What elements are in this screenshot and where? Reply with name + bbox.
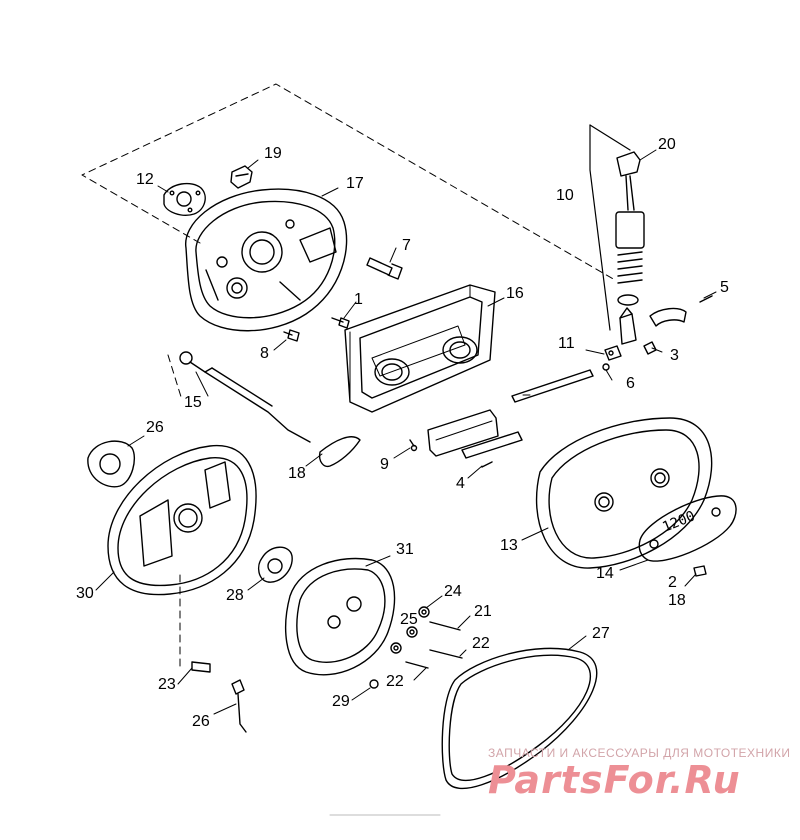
block-11 [604, 345, 622, 361]
callout-21: 20 [658, 136, 676, 153]
callout-22-b: 22 [472, 635, 490, 652]
sensor-assembly-10 [615, 151, 645, 345]
callout-26: 29 [332, 693, 350, 710]
screw-4 [481, 461, 493, 468]
filter-31 [285, 557, 396, 676]
nut-6 [602, 363, 610, 371]
washers-24 [390, 606, 430, 654]
callout-11: 11 [558, 335, 575, 352]
fitting-19 [230, 165, 253, 189]
filter-element-16 [344, 284, 496, 413]
callout-31: 31 [396, 541, 414, 558]
assembly-dashed-lines [81, 83, 616, 669]
cover-insert-14 [638, 495, 737, 562]
backplate-17 [185, 188, 348, 332]
callout-6: 6 [626, 375, 635, 392]
callout-24-upper: 24 [444, 583, 462, 600]
callout-10: 10 [556, 187, 574, 204]
screw-9 [409, 439, 418, 452]
cable-15 [179, 351, 311, 443]
callout-23: 23 [158, 676, 176, 693]
nut-26 [369, 679, 379, 689]
air-cleaner-cover-13 [535, 417, 713, 569]
bolt-7 [366, 257, 403, 280]
callout-8: 8 [260, 345, 269, 362]
callout-27: 26 [146, 419, 164, 436]
callout-1: 1 [354, 291, 363, 308]
seal-ring-29 [441, 647, 598, 790]
callout-3: 3 [670, 347, 679, 364]
callout-13: 13 [500, 537, 518, 554]
screws-22 [405, 621, 463, 669]
leader-lines [95, 149, 717, 715]
backing-plate-30 [107, 444, 257, 596]
clip-3 [643, 341, 657, 355]
watermark-subtitle: ЗАПЧАСТИ И АКСЕССУАРЫ ДЛЯ МОТОТЕХНИКИ [488, 746, 791, 760]
mounting-bracket [427, 409, 523, 459]
callout-24-lower: 25 [400, 611, 418, 628]
shaft [511, 369, 594, 403]
screw-1 [331, 317, 350, 329]
callout-22-c: 22 [386, 673, 404, 690]
callout-28: 28 [226, 587, 244, 604]
callout-9: 9 [380, 456, 389, 473]
bracket-10 [589, 124, 631, 151]
callout-12: 12 [136, 171, 154, 188]
callout-22-a: 21 [474, 603, 492, 620]
callout-5: 5 [720, 279, 729, 296]
callout-17: 17 [346, 175, 364, 192]
callout-7: 7 [402, 237, 411, 254]
callout-18: 18 [668, 592, 686, 609]
clip-20 [318, 436, 361, 468]
screw-2 [693, 565, 707, 577]
watermark-logo: PartsFor.Ru [488, 758, 741, 802]
callout-20: 18 [288, 465, 306, 482]
gasket-27 [87, 440, 136, 488]
callout-15: 15 [184, 394, 202, 411]
callout-4: 4 [456, 475, 465, 492]
callout-19: 19 [264, 145, 282, 162]
gasket-28 [257, 546, 293, 583]
callout-2: 2 [668, 574, 677, 591]
screw-8 [283, 329, 300, 342]
callout-25: 26 [192, 713, 210, 730]
callout-29: 27 [592, 625, 610, 642]
bolt-23 [191, 661, 211, 673]
elbow-25 [231, 679, 247, 733]
clamp-5 [649, 295, 713, 327]
gasket-12 [163, 182, 206, 216]
callout-14: 14 [596, 565, 614, 582]
callout-16: 16 [506, 285, 524, 302]
callout-30: 30 [76, 585, 94, 602]
